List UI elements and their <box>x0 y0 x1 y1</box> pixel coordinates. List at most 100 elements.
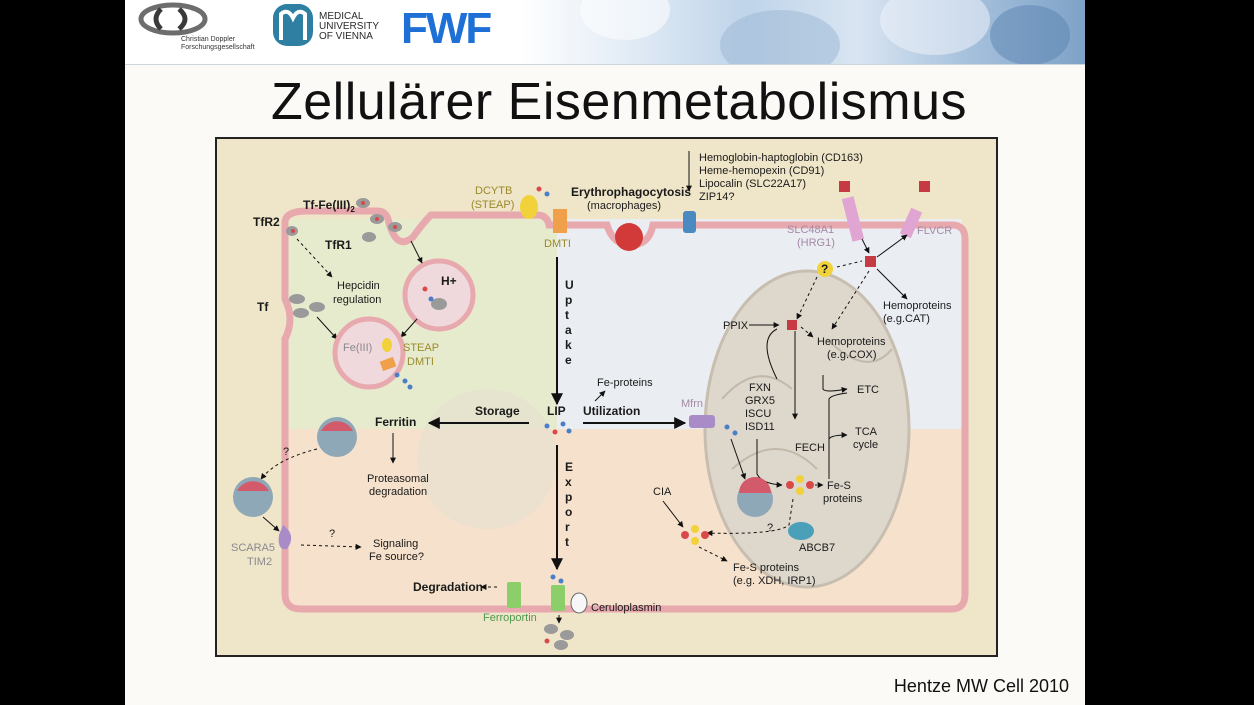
svg-text:U: U <box>565 278 574 292</box>
scara5-icon <box>278 525 292 550</box>
slc-line2: (HRG1) <box>797 237 835 249</box>
mitochondrion <box>703 269 911 589</box>
hb-item-1: Hemoglobin-haptoglobin (CD163) <box>699 152 863 164</box>
abcb7-icon <box>788 522 814 540</box>
fe-iii-label: Fe(III) <box>343 342 372 354</box>
dmt1-endosome-icon <box>379 356 397 372</box>
ceruloplasmin-label: Ceruloplasmin <box>591 602 661 614</box>
flvcr-icon <box>899 207 923 239</box>
slide: Christian Doppler Forschungsgesellschaft… <box>125 0 1085 705</box>
endosome-acidic <box>402 258 476 332</box>
hepcidin-line1: Hepcidin <box>337 280 380 292</box>
mfrn-label: Mfrn <box>681 398 703 410</box>
heme-receptor-icon <box>683 211 696 233</box>
ferroportin-icon-1 <box>507 582 521 608</box>
mfrn-icon <box>689 415 715 428</box>
ferritin-mito-icon <box>737 477 773 517</box>
abcb7-label: ABCB7 <box>799 542 835 554</box>
svg-text:t: t <box>565 535 569 549</box>
svg-text:e: e <box>565 353 572 367</box>
proteasomal-line1: Proteasomal <box>367 473 429 485</box>
meduni-line2: UNIVERSITY <box>319 21 379 32</box>
degradation-label: Degradation <box>413 580 483 594</box>
dmt1-endosome-label: DMTI <box>407 356 434 368</box>
svg-text:ISD11: ISD11 <box>745 421 775 433</box>
steap-icon <box>382 338 392 352</box>
ferroportin-label: Ferroportin <box>483 612 537 624</box>
svg-text:o: o <box>565 505 572 519</box>
svg-text:x: x <box>565 475 572 489</box>
cdg-logo: Christian Doppler Forschungsgesellschaft <box>138 2 255 51</box>
ferritin-label: Ferritin <box>375 415 416 429</box>
svg-text:p: p <box>565 490 572 504</box>
fe-proteins-label: Fe-proteins <box>597 377 653 389</box>
question-label: ? <box>821 262 828 276</box>
fwf-text: FWF <box>401 4 491 53</box>
tfr1-label: TfR1 <box>325 238 352 252</box>
heme-export-icon <box>919 181 930 192</box>
erythro-line2: (macrophages) <box>587 200 661 212</box>
fwf-logo: FWF <box>401 4 493 53</box>
slc48a1-icon <box>841 196 865 242</box>
signaling-line2: Fe source? <box>369 551 424 563</box>
ferroportin-icon-2 <box>551 585 565 611</box>
export-vertical-label: E x p o r t <box>565 460 573 549</box>
citation: Hentze MW Cell 2010 <box>893 676 1069 696</box>
iron-metabolism-figure: Tf-Fe(III)2 TfR2 TfR1 Hepcidin regulatio… <box>215 137 998 657</box>
slc-line1: SLC48A1 <box>787 224 834 236</box>
heme-icon <box>839 181 850 192</box>
svg-text:r: r <box>565 520 570 534</box>
erythro-line1: Erythrophagocytosis <box>571 185 691 199</box>
hemoproteins-cox-line1: Hemoproteins <box>817 336 886 348</box>
svg-text:k: k <box>565 338 572 352</box>
logo-area: Christian Doppler Forschungsgesellschaft… <box>138 2 493 53</box>
proteasomal-line2: degradation <box>369 486 427 498</box>
exported-tf-icons <box>544 624 574 650</box>
hemoproteins-cat-line2: (e.g.CAT) <box>883 313 930 325</box>
hb-item-4: ZIP14? <box>699 191 734 203</box>
meduni-logo: MEDICAL UNIVERSITY OF VIENNA <box>273 4 379 46</box>
tf-fe-complex-icon <box>356 198 402 242</box>
tf-fe-label: Tf-Fe(III)2 <box>303 198 355 214</box>
ferritin-receptor-icon <box>233 477 273 517</box>
dmt1-label: DMTI <box>544 238 571 250</box>
svg-text:FXN: FXN <box>749 382 771 394</box>
svg-text:t: t <box>565 308 569 322</box>
hb-item-3: Lipocalin (SLC22A17) <box>699 178 806 190</box>
dcytb-line1: DCYTB <box>475 185 512 197</box>
tf-label: Tf <box>257 300 269 314</box>
svg-text:E: E <box>565 460 573 474</box>
ppix-label: PPIX <box>723 320 749 332</box>
meduni-line3: OF VIENNA <box>319 31 373 42</box>
lip-iron-dots <box>544 421 572 435</box>
question-transporter-icon <box>817 261 833 277</box>
cdg-line1: Christian Doppler <box>181 36 236 43</box>
etc-label: ETC <box>857 384 879 396</box>
fech-label: FECH <box>795 442 825 454</box>
tca-line1: TCA <box>855 426 878 438</box>
storage-label: Storage <box>475 404 520 418</box>
fes-cyto-line1: Fe-S proteins <box>733 562 800 574</box>
hb-item-2: Heme-hemopexin (CD91) <box>699 165 824 177</box>
utilization-label: Utilization <box>583 404 640 418</box>
question-abcb7: ? <box>767 522 773 534</box>
cia-label: CIA <box>653 486 672 498</box>
steap-label: STEAP <box>403 342 439 354</box>
tfr2-label: TfR2 <box>253 215 280 229</box>
tim2-label: TIM2 <box>247 556 272 568</box>
ceruloplasmin-icon <box>570 592 588 614</box>
dmt1-icon <box>553 209 567 233</box>
figure-svg: Tf-Fe(III)2 TfR2 TfR1 Hepcidin regulatio… <box>217 139 996 655</box>
lip-label: LIP <box>547 404 566 418</box>
fes-cluster-mito-icon <box>786 475 814 495</box>
signaling-line1: Signaling <box>373 538 418 550</box>
fes-mito-line2: proteins <box>823 493 863 505</box>
hepcidin-line2: regulation <box>333 294 381 306</box>
heme-cytosol-icon <box>865 256 876 267</box>
svg-text:GRX5: GRX5 <box>745 395 775 407</box>
h-plus-label: H+ <box>441 274 457 288</box>
question-ferritin: ? <box>283 446 289 458</box>
meduni-line1: MEDICAL <box>319 11 364 22</box>
dcytb-line2: (STEAP) <box>471 199 514 211</box>
hemoproteins-cox-line2: (e.g.COX) <box>827 349 877 361</box>
